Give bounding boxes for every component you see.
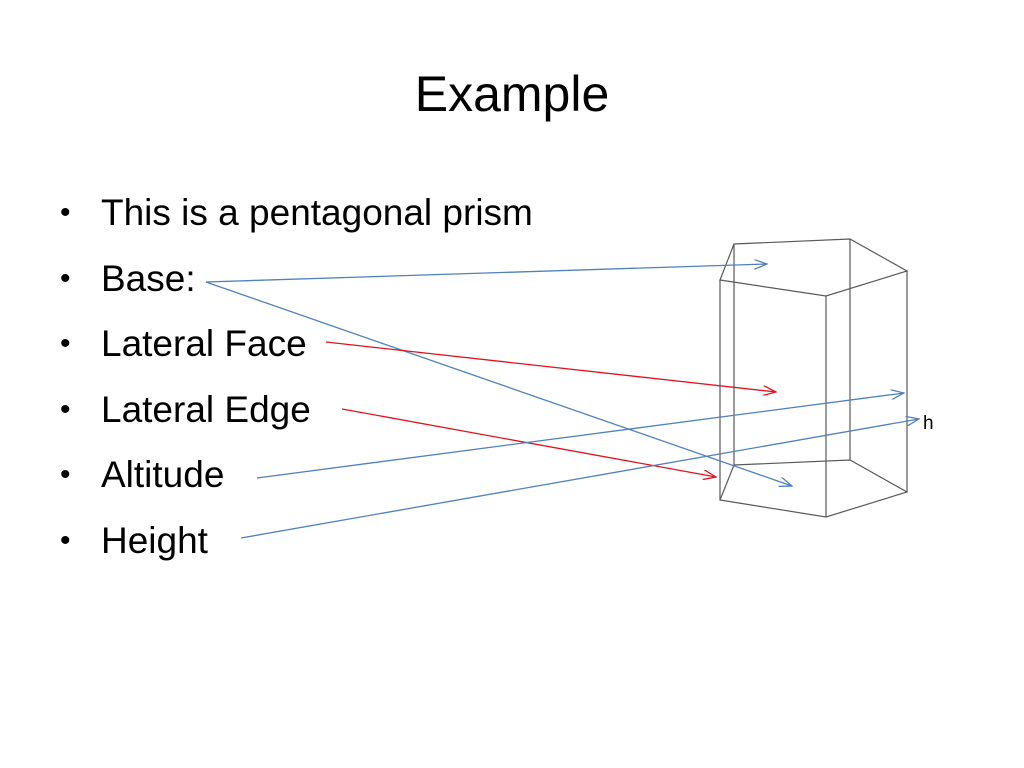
bullet-text: Lateral Edge bbox=[101, 388, 311, 430]
bullet-text: Height bbox=[101, 519, 208, 561]
lateral-edge-arrow bbox=[341, 408, 716, 477]
bullet-icon: • bbox=[60, 327, 71, 360]
height-arrow bbox=[240, 419, 919, 539]
bottom-base-edge bbox=[719, 459, 909, 518]
label-arrows bbox=[205, 264, 919, 539]
base-arrow-top bbox=[205, 264, 767, 283]
lateral-face-arrow bbox=[325, 341, 776, 392]
bullet-icon: • bbox=[60, 196, 71, 229]
bullet-icon: • bbox=[60, 523, 71, 557]
slide-title: Example bbox=[414, 66, 610, 122]
bullet-text: Lateral Face bbox=[101, 323, 307, 364]
bullet-text: Altitude bbox=[101, 454, 225, 495]
pentagonal-prism-shape bbox=[719, 238, 909, 518]
bullet-text: Base: bbox=[101, 257, 196, 299]
altitude-arrow bbox=[256, 393, 904, 479]
height-label: h bbox=[923, 413, 934, 434]
base-arrow-bottom bbox=[205, 281, 792, 486]
bullet-icon: • bbox=[60, 392, 71, 426]
top-base-edge bbox=[719, 238, 909, 297]
bullet-icon: • bbox=[60, 261, 71, 295]
bullet-text: This is a pentagonal prism bbox=[101, 192, 533, 233]
bullet-icon: • bbox=[60, 458, 71, 491]
